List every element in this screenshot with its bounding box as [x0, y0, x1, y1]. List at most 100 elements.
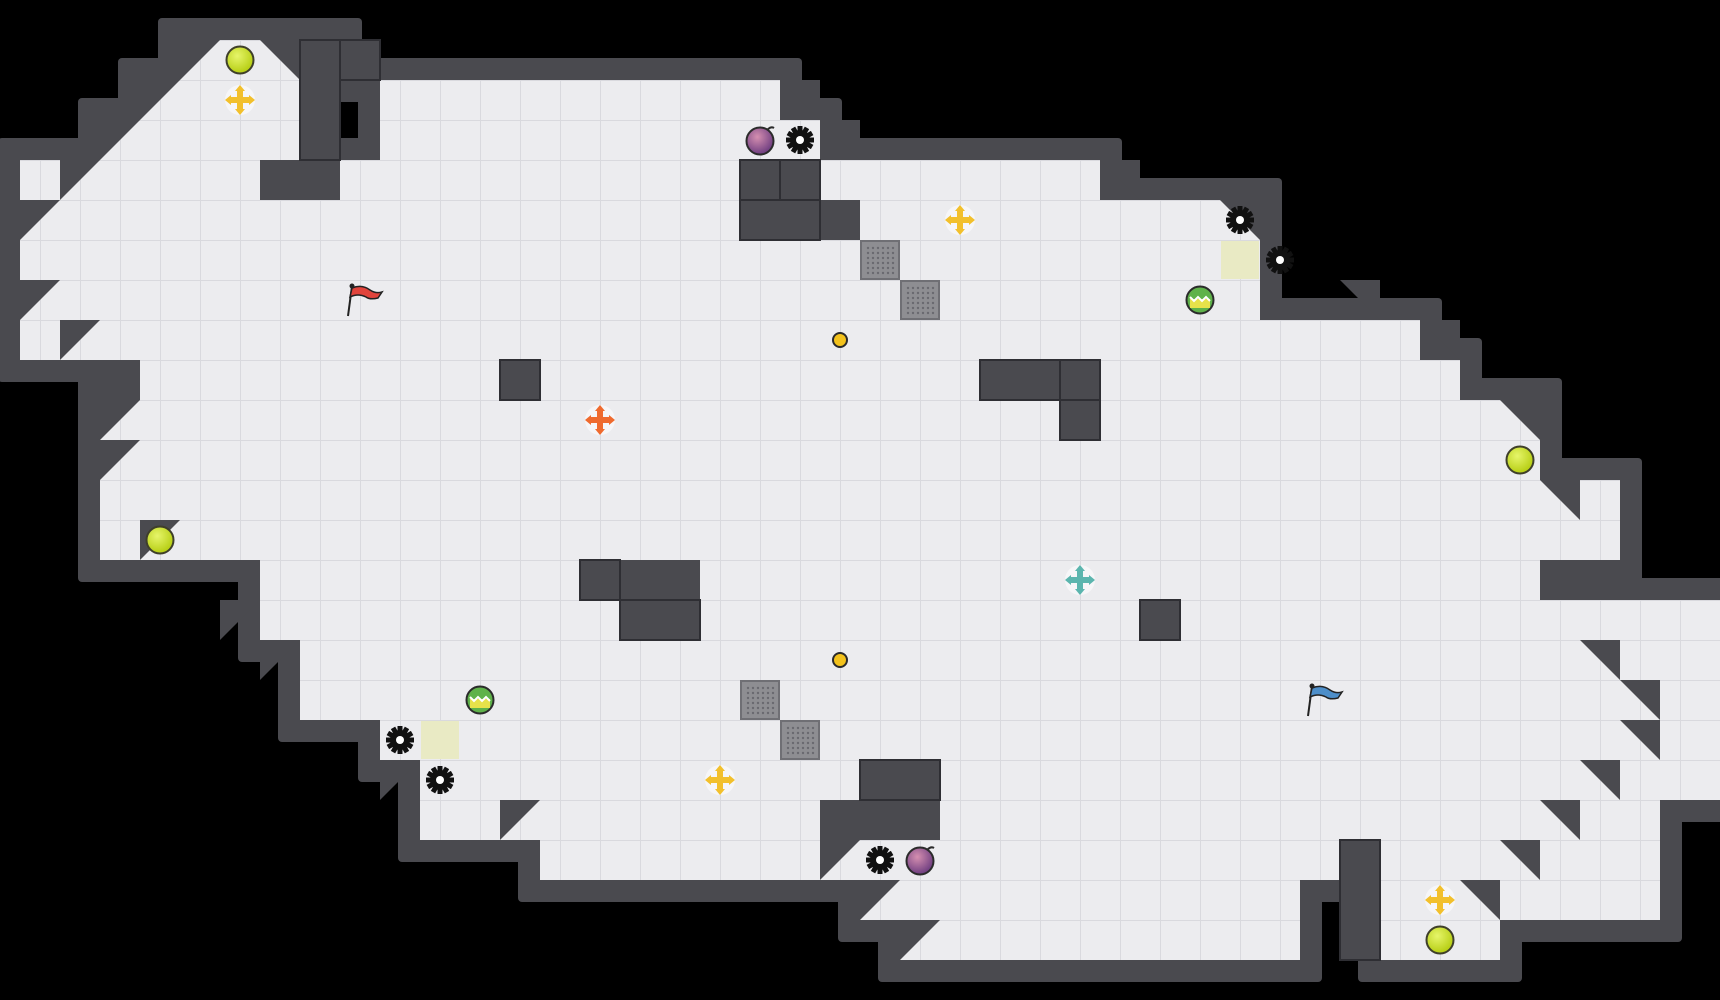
wall-corner: [860, 880, 900, 920]
coin-icon: [832, 332, 848, 348]
wall-corner: [100, 120, 140, 160]
plus-teal-icon: [1065, 565, 1095, 595]
orb-icon: [225, 45, 255, 75]
floor-strip: [20, 200, 740, 240]
wall-corner: [1100, 160, 1140, 200]
wall-corner: [1500, 400, 1540, 440]
vent-tile: [860, 240, 900, 280]
wall-corner: [260, 640, 300, 680]
bomb-icon: [745, 126, 775, 156]
wall-block: [779, 159, 821, 201]
wall-corner: [100, 440, 140, 480]
floor-strip: [260, 560, 580, 600]
wall-corner: [1540, 800, 1580, 840]
wall-corner: [820, 840, 860, 880]
gear-icon: [786, 126, 814, 154]
floor-strip: [1100, 360, 1460, 400]
wall-block: [1059, 399, 1101, 441]
wall-block: [1339, 839, 1381, 961]
plus-gold-icon: [705, 765, 735, 795]
tiles-layer: [421, 240, 1259, 760]
wall-corner: [60, 160, 100, 200]
wall-corner: [20, 200, 60, 240]
floor-strip: [260, 600, 1720, 640]
plus-orange-icon: [585, 405, 615, 435]
wall-block: [1139, 599, 1181, 641]
floor-strip: [100, 480, 1620, 520]
wall-block: [339, 39, 381, 81]
wall-corner: [1500, 840, 1540, 880]
wall-corner: [1620, 720, 1660, 760]
bomb-icon: [905, 846, 935, 876]
wall-corner: [380, 760, 420, 800]
floor-strip: [940, 800, 1660, 840]
floor-strip: [300, 640, 1720, 680]
blue-flag-icon: [1307, 683, 1344, 717]
orb-icon: [1505, 445, 1535, 475]
gear-icon: [386, 726, 414, 754]
plus-gold-icon: [945, 205, 975, 235]
wall-corner: [60, 320, 100, 360]
wall-corner: [1340, 280, 1380, 320]
wall-corner: [260, 40, 300, 80]
wall-block: [979, 359, 1061, 401]
gear-icon: [1226, 206, 1254, 234]
floor-strip: [700, 560, 1540, 600]
wall-corner: [1540, 480, 1580, 520]
wall-block: [1059, 359, 1101, 401]
wall-corner: [220, 600, 260, 640]
floor-strip: [860, 880, 1300, 920]
wall-block: [619, 599, 701, 641]
wall-block: [579, 559, 621, 601]
floor-strip: [900, 920, 1300, 960]
floor-strip: [860, 200, 1260, 240]
wall-block: [859, 759, 941, 801]
wall-corner: [1460, 880, 1500, 920]
floor-strip: [20, 280, 1260, 320]
boost-icon: [1185, 285, 1215, 315]
vent-tile: [900, 280, 940, 320]
wall-block: [299, 39, 341, 161]
items-layer: [145, 45, 1535, 955]
floor-layer: [20, 40, 1720, 960]
wall-corner: [820, 120, 860, 160]
wall-corner: [1620, 680, 1660, 720]
wall-block: [739, 159, 781, 201]
floor-strip: [380, 80, 780, 120]
boost-icon: [465, 685, 495, 715]
spawn-tile: [1221, 241, 1259, 279]
orb-icon: [145, 525, 175, 555]
floor-strip: [100, 400, 1540, 440]
floor-strip: [420, 760, 1720, 800]
floor-strip: [100, 440, 1540, 480]
wall-corner: [20, 280, 60, 320]
spawn-tile: [421, 721, 459, 759]
floor-strip: [540, 840, 860, 880]
red-flag-icon: [347, 283, 384, 317]
wall-corner: [1580, 760, 1620, 800]
wall-corner: [900, 920, 940, 960]
floor-strip: [20, 240, 1260, 280]
floor-strip: [380, 720, 1720, 760]
floor-strip: [140, 120, 300, 160]
wall-corner: [780, 80, 820, 120]
wall-corner: [140, 80, 180, 120]
wall-corner: [500, 800, 540, 840]
gear-icon: [866, 846, 894, 874]
gear-icon: [426, 766, 454, 794]
coin-icon: [832, 652, 848, 668]
wall-block: [499, 359, 541, 401]
plus-gold-icon: [225, 85, 255, 115]
floor-strip: [420, 800, 820, 840]
gear-icon: [1266, 246, 1294, 274]
wall-corner: [180, 40, 220, 80]
inner-walls-layer: [20, 39, 1660, 961]
floor-strip: [140, 360, 500, 400]
floor-strip: [20, 320, 1420, 360]
wall-corner: [1580, 640, 1620, 680]
floor-strip: [100, 520, 1620, 560]
floor-strip: [20, 160, 260, 200]
floor-strip: [1380, 880, 1660, 920]
wall-corner: [1420, 320, 1460, 360]
plus-gold-icon: [1425, 885, 1455, 915]
